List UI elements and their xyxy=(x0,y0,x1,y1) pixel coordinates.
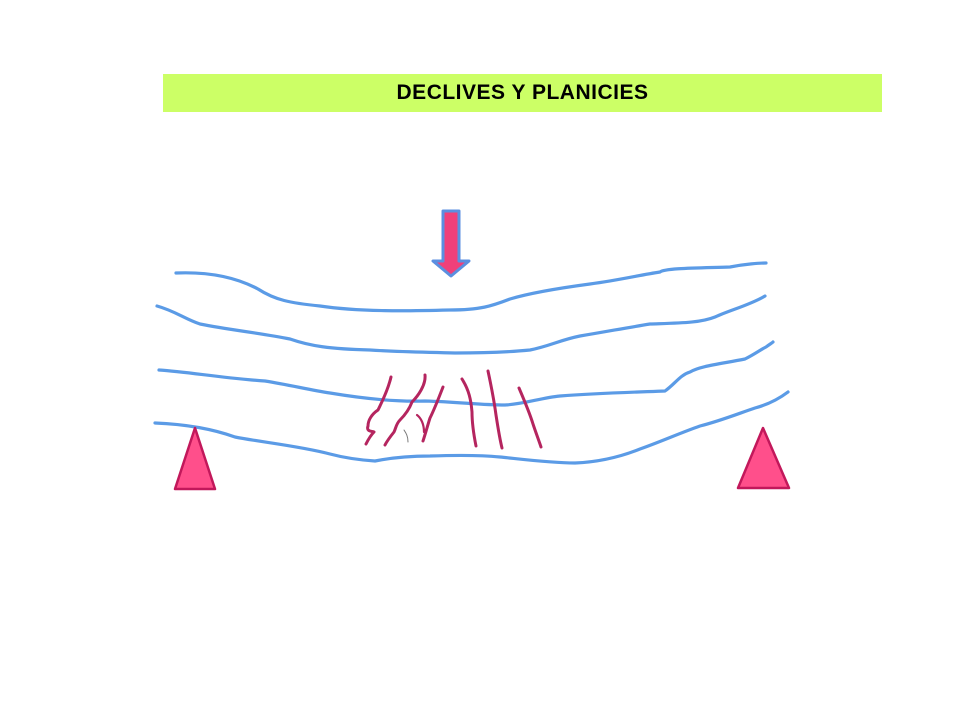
fracture-line-4 xyxy=(460,377,478,448)
fracture-line-2 xyxy=(383,373,427,447)
fracture-line-5 xyxy=(486,369,504,450)
rock-layer-4 xyxy=(153,390,790,465)
left-support-triangle xyxy=(173,426,217,491)
fracture-line-1 xyxy=(364,375,393,446)
fracture-line-7 xyxy=(415,413,426,434)
fracture-line-8 xyxy=(403,429,409,443)
fracture-line-6 xyxy=(517,386,543,449)
downward-force-arrow xyxy=(431,209,471,278)
rock-layer-2 xyxy=(155,294,767,355)
fracture-line-3 xyxy=(421,385,445,443)
rock-layer-3 xyxy=(157,340,775,407)
right-support-triangle xyxy=(736,426,791,490)
rock-layer-1 xyxy=(174,261,768,313)
slide-title: DECLIVES Y PLANICIES xyxy=(396,81,649,104)
title-bar: DECLIVES Y PLANICIES xyxy=(163,74,882,112)
